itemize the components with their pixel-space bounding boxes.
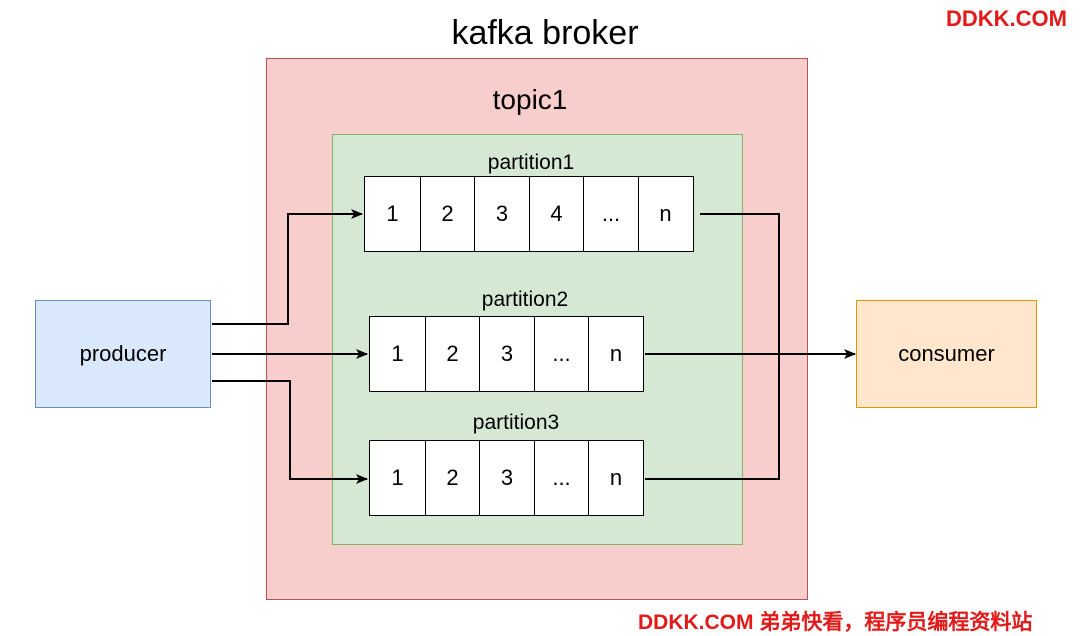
partition1-cell: 2 <box>419 176 476 252</box>
watermark-top: DDKK.COM <box>946 6 1067 31</box>
partition3-to-consumer-line <box>645 354 780 480</box>
partition2-cell: 1 <box>369 316 426 392</box>
consumer-node: consumer <box>856 300 1037 408</box>
partition1-queue: 1 2 3 4 ... n <box>364 176 694 252</box>
partition3-cell: n <box>588 440 644 516</box>
topic-title: topic1 <box>492 84 568 115</box>
partition2-queue: 1 2 3 ... n <box>369 316 644 392</box>
producer-to-partition1-arrow <box>212 209 363 325</box>
producer-to-partition3-arrow <box>212 380 368 484</box>
partition3-label: partition3 <box>472 411 560 434</box>
partition3-cell: 1 <box>369 440 426 516</box>
partition2-cell: n <box>588 316 644 392</box>
partition3-cell: ... <box>533 440 590 516</box>
partition1-to-consumer-line <box>700 213 780 354</box>
partition2-cell: 3 <box>479 316 535 392</box>
watermark-bottom: DDKK.COM 弟弟快看，程序员编程资料站 <box>638 611 1033 634</box>
broker-title: kafka broker <box>451 14 639 52</box>
producer-node: producer <box>35 300 211 408</box>
partition3-cell: 2 <box>424 440 481 516</box>
partition3-cell: 3 <box>479 440 535 516</box>
partition2-label: partition2 <box>481 288 569 311</box>
partition2-cell: ... <box>533 316 590 392</box>
partition1-cell: 3 <box>474 176 530 252</box>
partition1-cell: 1 <box>364 176 421 252</box>
partition3-queue: 1 2 3 ... n <box>369 440 644 516</box>
partition2-cell: 2 <box>424 316 481 392</box>
partition1-cell: ... <box>583 176 639 252</box>
partition1-cell: n <box>637 176 694 252</box>
partition1-label: partition1 <box>487 151 575 174</box>
